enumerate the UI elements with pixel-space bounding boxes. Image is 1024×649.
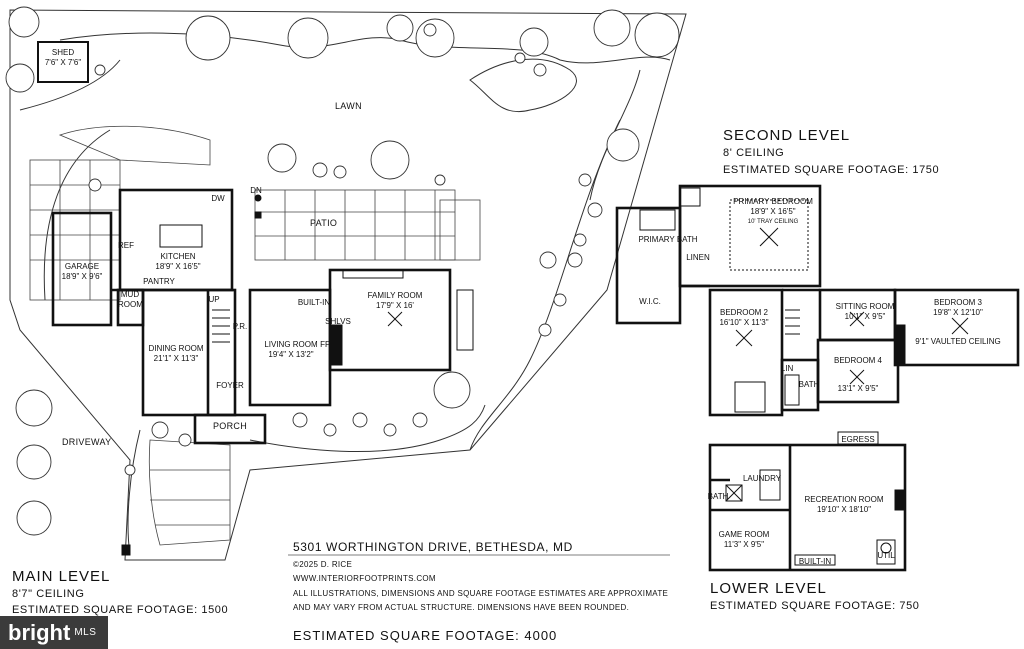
brand-suffix: MLS <box>74 627 97 638</box>
laundry-label: LAUNDRY <box>742 474 782 483</box>
main-level-ceiling: 8'7" CEILING <box>12 588 85 600</box>
shelves-mark: SHLVS <box>325 317 351 326</box>
path-curve <box>469 58 577 113</box>
pantry-label: PANTRY <box>143 277 175 286</box>
bright-mls-logo: bright MLS <box>0 616 108 649</box>
stairs-down-mark: DN <box>250 186 262 195</box>
lin-label: LIN <box>780 364 794 373</box>
second-level-fixtures <box>639 187 969 413</box>
built-in-mark: BUILT-IN <box>297 298 331 307</box>
driveway-edge <box>43 129 111 301</box>
disclaimer-line-1: ALL ILLUSTRATIONS, DIMENSIONS AND SQUARE… <box>293 589 669 598</box>
website: WWW.INTERIORFOOTPRINTS.COM <box>293 574 436 583</box>
porch-label: PORCH <box>213 421 248 431</box>
patio-pavers <box>29 125 481 546</box>
trees <box>5 6 680 536</box>
driveway-label: DRIVEWAY <box>62 437 112 447</box>
patio-label: PATIO <box>310 218 338 228</box>
built-in-label-lower: BUILT-IN <box>798 557 832 566</box>
vaulted-ceiling-note: 9'1" VAULTED CEILING <box>915 337 1001 346</box>
shed-label: SHED 7'6" X 7'6" <box>44 48 82 67</box>
lot-boundary <box>9 9 687 561</box>
lower-level-fixtures <box>725 431 906 566</box>
total-sqft: ESTIMATED SQUARE FOOTAGE: 4000 <box>293 628 558 643</box>
lower-level-title: LOWER LEVEL <box>710 580 827 597</box>
disclaimer-line-2: AND MAY VARY FROM ACTUAL STRUCTURE. DIME… <box>293 603 630 612</box>
second-level-ceiling: 8' CEILING <box>723 147 785 159</box>
second-level-walls <box>615 184 1020 417</box>
second-level-title: SECOND LEVEL <box>723 127 851 144</box>
lawn-label: LAWN <box>335 101 362 111</box>
copyright: ©2025 D. RICE <box>293 560 353 569</box>
stairs-up-mark: UP <box>208 295 220 304</box>
bedroom-4-label: BEDROOM 4 <box>833 356 883 365</box>
utility-label: UTIL <box>877 551 895 560</box>
bedroom-4-dims: 13'1" X 9'5" <box>837 384 879 393</box>
foyer-label: FOYER <box>216 381 244 390</box>
fireplace-mark: FF <box>320 340 330 349</box>
fridge-mark: REF <box>118 241 134 250</box>
main-level-sqft: ESTIMATED SQUARE FOOTAGE: 1500 <box>12 604 229 616</box>
main-level-fixtures <box>121 194 474 556</box>
main-level-title: MAIN LEVEL <box>12 568 111 585</box>
lower-level-sqft: ESTIMATED SQUARE FOOTAGE: 750 <box>710 600 920 612</box>
egress-label: EGRESS <box>841 435 875 444</box>
linen-label: LINEN <box>686 253 710 262</box>
dishwasher-mark: DW <box>211 194 225 203</box>
bath-label-lower: BATH <box>707 492 729 501</box>
property-address: 5301 WORTHINGTON DRIVE, BETHESDA, MD <box>293 540 573 554</box>
main-level-walls <box>51 188 452 445</box>
primary-bath-label: PRIMARY BATH <box>638 235 698 244</box>
wic-label: W.I.C. <box>639 297 661 306</box>
front-walk <box>249 404 486 453</box>
garden-bed-side <box>469 119 621 451</box>
brand-wordmark: bright <box>8 619 71 645</box>
shed-outline <box>37 41 89 83</box>
second-level-sqft: ESTIMATED SQUARE FOOTAGE: 1750 <box>723 164 940 176</box>
garden-bed-top <box>59 32 671 64</box>
powder-room-label: P.R. <box>232 322 248 331</box>
mud-room-label: MUD ROOM <box>118 290 143 309</box>
bath-label-second: BATH <box>798 380 820 389</box>
